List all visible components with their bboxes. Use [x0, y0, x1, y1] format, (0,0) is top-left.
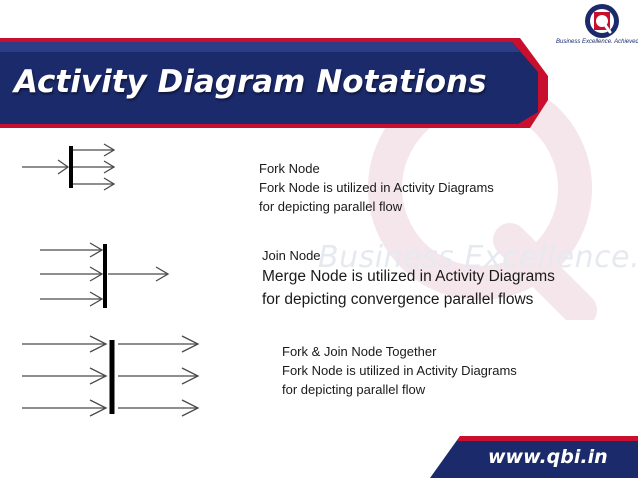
fork-node-title: Fork Node — [259, 161, 320, 176]
fork-node-line-1: Fork Node is utilized in Activity Diagra… — [259, 180, 494, 195]
fork-node-description: Fork Node Fork Node is utilized in Activ… — [259, 159, 494, 216]
footer-website-link[interactable]: www.qbi.in — [488, 446, 608, 468]
fork-join-title: Fork & Join Node Together — [282, 344, 437, 359]
join-node-title: Join Node — [262, 248, 321, 263]
join-node-line-1: Merge Node is utilized in Activity Diagr… — [262, 268, 555, 285]
join-node-description: Join Node Merge Node is utilized in Acti… — [262, 246, 555, 311]
fork-join-line-2: for depicting parallel flow — [282, 382, 426, 397]
fork-join-description: Fork & Join Node Together Fork Node is u… — [282, 342, 517, 399]
join-node-line-2: for depicting convergence parallel flows — [262, 291, 534, 308]
fork-node-icon — [22, 143, 116, 191]
footer-banner — [430, 436, 638, 478]
fork-node-line-2: for depicting parallel flow — [259, 199, 403, 214]
fork-join-line-1: Fork Node is utilized in Activity Diagra… — [282, 363, 517, 378]
page-title: Activity Diagram Notations — [14, 64, 487, 100]
fork-join-node-icon — [18, 326, 204, 428]
join-node-icon — [28, 232, 244, 326]
qbi-logo — [585, 4, 619, 38]
title-banner — [0, 38, 548, 128]
logo-tagline: Business Excellence. Achieved — [556, 39, 638, 45]
watermark-text: Business Excellence. Achiev — [318, 240, 638, 275]
